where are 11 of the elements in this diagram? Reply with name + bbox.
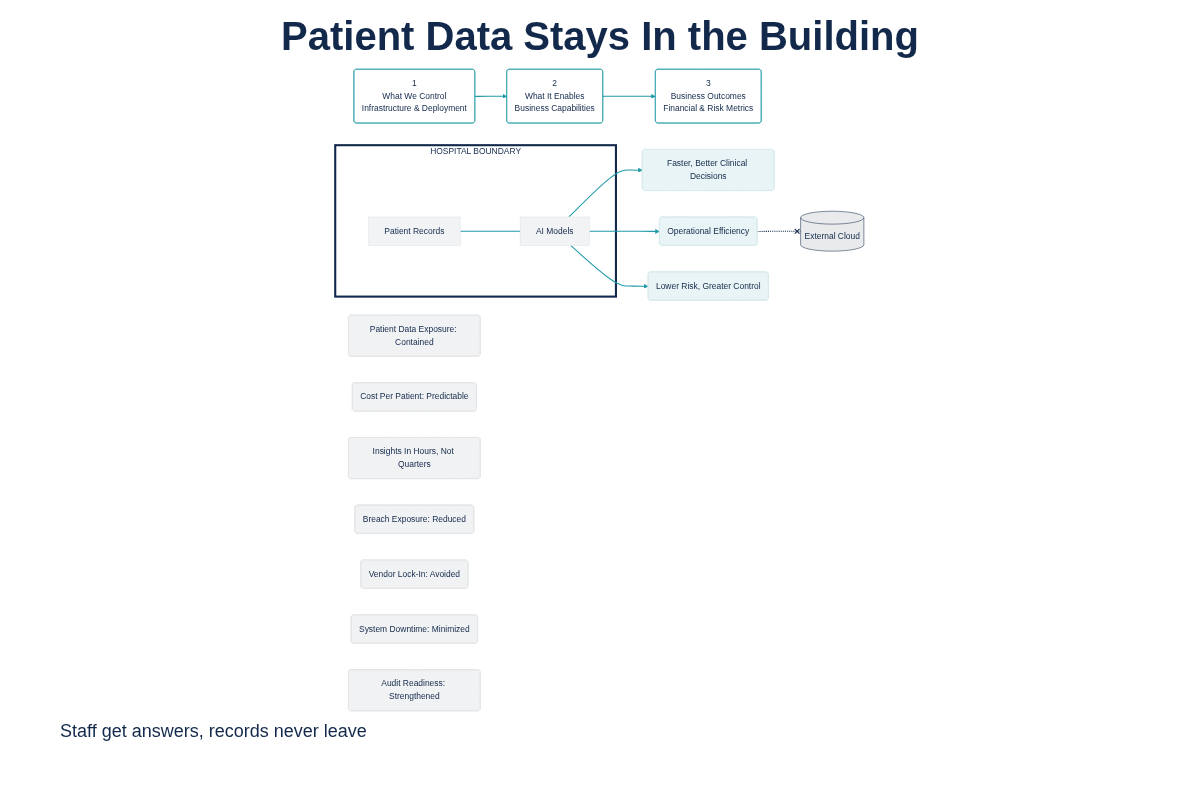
arrow xyxy=(568,167,644,218)
arrow xyxy=(602,94,657,99)
arrow xyxy=(589,229,661,234)
connector xyxy=(757,228,802,235)
node-box: AI Models xyxy=(520,216,590,246)
title: Patient Data Stays In the Building xyxy=(280,14,920,59)
note-text: Staff get answers, records never leave xyxy=(60,721,368,742)
arrow xyxy=(475,94,508,99)
node-box: Patient Records xyxy=(368,216,461,246)
connector xyxy=(460,230,522,232)
arrow xyxy=(570,244,649,289)
